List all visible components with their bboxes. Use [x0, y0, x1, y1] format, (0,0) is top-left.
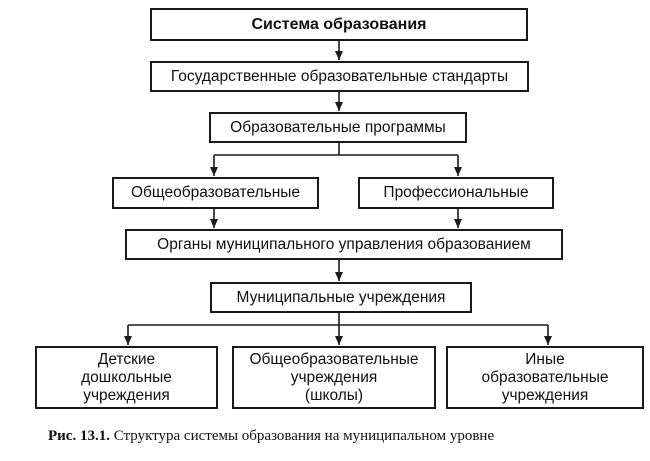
node-professional-education: Профессиональные: [358, 177, 554, 209]
figure-caption-text: Структура системы образования на муницип…: [109, 428, 495, 444]
node-municipal-institutions: Муниципальные учреждения: [210, 282, 472, 313]
node-general-education-schools: Общеобразовательные учреждения (школы): [232, 346, 436, 409]
node-education-system: Система образования: [150, 8, 528, 41]
node-preschool-institutions: Детские дошкольные учреждения: [35, 346, 218, 409]
figure-caption: Рис. 13.1. Структура системы образования…: [48, 426, 628, 446]
node-municipal-education-bodies: Органы муниципального управления образов…: [125, 229, 563, 260]
node-state-standards: Государственные образовательные стандарт…: [150, 61, 529, 92]
node-other-institutions: Иные образовательные учреждения: [446, 346, 644, 409]
node-general-education: Общеобразовательные: [112, 177, 319, 209]
figure-caption-label: Рис. 13.1.: [48, 428, 110, 444]
node-educational-programs: Образовательные программы: [209, 112, 467, 143]
